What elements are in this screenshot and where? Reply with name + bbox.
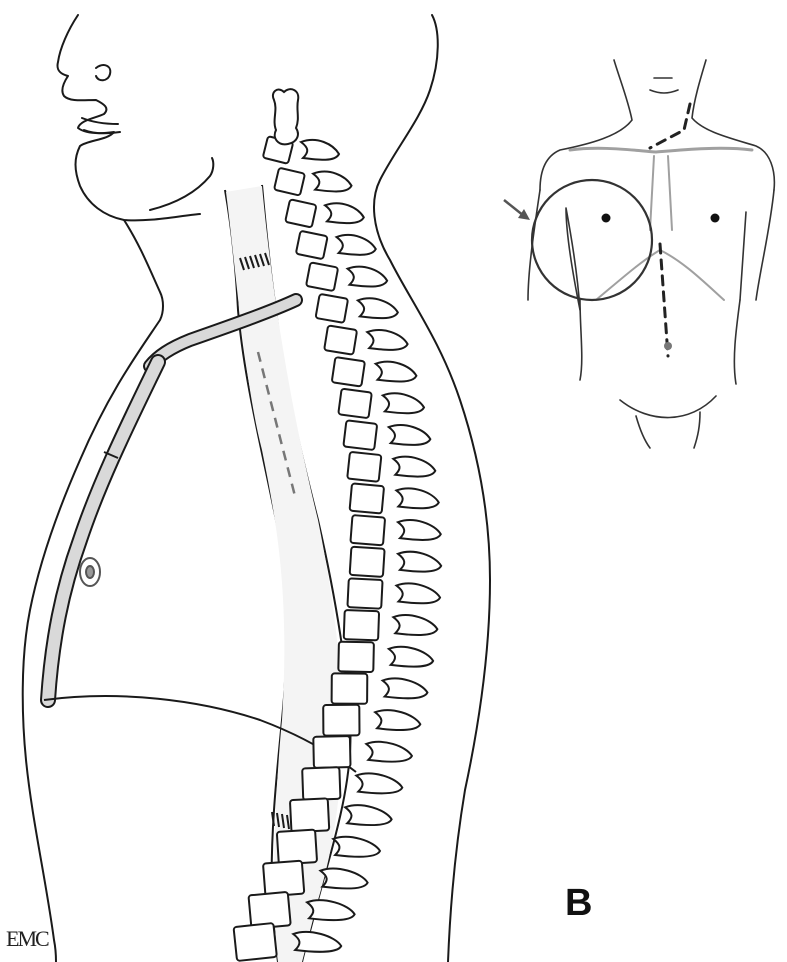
spinous-process — [333, 837, 380, 857]
inset-pointer-arrow — [504, 200, 530, 220]
spinous-process — [293, 932, 341, 952]
spinous-process — [375, 710, 420, 730]
spinous-process — [389, 425, 431, 445]
inset-nipple-left — [602, 214, 611, 223]
spinous-process — [398, 552, 441, 572]
nostril — [96, 65, 110, 80]
spinous-process — [396, 488, 438, 508]
vertebra-body — [290, 798, 329, 832]
vertebra-body — [350, 515, 385, 545]
front-neck — [23, 220, 163, 962]
inset-neck-left — [540, 60, 632, 190]
spinous-process — [366, 742, 412, 762]
vertebra-body — [338, 389, 372, 419]
spinous-process — [383, 393, 424, 413]
vertebra-body — [350, 483, 385, 513]
vertebra-body — [332, 673, 368, 703]
vertebra-body — [347, 578, 382, 608]
cervical-top — [273, 89, 298, 144]
nipple-lateral — [80, 558, 100, 586]
vertebra-body — [343, 420, 377, 450]
vertebra-body — [323, 705, 359, 736]
spinous-process — [325, 203, 364, 223]
vertebra-body — [344, 610, 379, 640]
vertebra-body — [332, 357, 365, 386]
spinous-process — [358, 298, 398, 318]
spinous-process — [393, 615, 437, 635]
spinous-process — [389, 647, 433, 667]
vertebra-body — [274, 168, 305, 196]
spinous-process — [348, 267, 388, 287]
spinous-process — [376, 362, 417, 382]
inset-dashed-line — [650, 104, 690, 356]
inset-nipple-right — [711, 214, 720, 223]
frontal-torso-inset — [528, 60, 774, 448]
vertebra-body — [263, 861, 304, 897]
lips — [82, 118, 120, 133]
vertebra-body — [338, 642, 374, 672]
inset-highlight-circle — [532, 180, 652, 300]
chin-neck — [150, 158, 213, 210]
vertebra-body — [296, 231, 328, 259]
spinous-process — [313, 172, 351, 192]
inset-clavicles — [570, 148, 752, 152]
spinous-process — [337, 235, 376, 255]
spinous-process — [307, 900, 355, 920]
vertebra-body — [316, 294, 349, 323]
inset-right-arm — [740, 190, 774, 300]
spinous-process — [396, 583, 440, 603]
spinous-process — [356, 774, 402, 794]
spinous-process — [301, 140, 339, 160]
spinous-process — [367, 330, 407, 350]
spinous-process — [345, 805, 391, 825]
inset-neck-right — [692, 60, 774, 190]
spinous-process — [320, 869, 367, 889]
spinous-process — [393, 457, 435, 477]
vertebra-body — [347, 452, 381, 482]
inset-sternum — [650, 156, 672, 230]
vertebra-body — [313, 736, 350, 768]
face-profile — [57, 15, 200, 220]
vertebra-body — [277, 830, 317, 865]
vertebra-body — [234, 923, 277, 961]
spinous-process — [383, 678, 428, 698]
vertebra-body — [324, 325, 357, 354]
vertebra-body — [285, 199, 316, 227]
spinous-process — [398, 520, 441, 540]
panel-label: B — [565, 882, 592, 925]
vertebra-body — [306, 262, 338, 291]
inset-ribcage — [596, 250, 724, 300]
vertebra-body — [350, 547, 385, 577]
artist-signature: EMC — [6, 926, 48, 952]
vertebra-body — [302, 767, 340, 800]
inset-left-arm — [528, 190, 580, 310]
